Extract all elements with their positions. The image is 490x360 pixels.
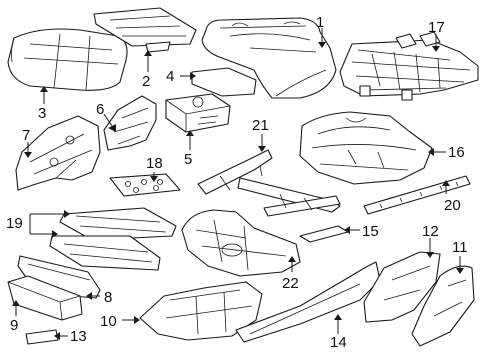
part-18-mounting-plate bbox=[109, 173, 181, 197]
callout-labels: 1 2 3 4 5 6 7 8 9 10 11 12 13 14 15 16 1… bbox=[6, 14, 468, 351]
part-10-lower-cover bbox=[139, 281, 263, 341]
callout-18: 18 bbox=[146, 155, 163, 172]
callout-5: 5 bbox=[184, 151, 192, 168]
callout-11: 11 bbox=[452, 239, 468, 256]
part-15-small-cover bbox=[299, 225, 349, 243]
part-3-cushion-pad bbox=[7, 28, 128, 91]
callout-15: 15 bbox=[362, 223, 379, 240]
part-21-lower-track bbox=[197, 149, 341, 217]
callout-8: 8 bbox=[104, 289, 112, 306]
part-5-module bbox=[165, 93, 231, 133]
callout-17: 17 bbox=[428, 19, 445, 36]
callout-19: 19 bbox=[6, 215, 23, 232]
callout-22: 22 bbox=[282, 275, 299, 292]
callout-20: 20 bbox=[444, 197, 461, 214]
part-8-trim-panel bbox=[17, 255, 101, 299]
part-7-side-frame bbox=[15, 115, 101, 191]
part-19-rail-pair bbox=[49, 207, 177, 271]
callout-6: 6 bbox=[96, 101, 104, 118]
callout-3: 3 bbox=[38, 105, 46, 122]
callout-21: 21 bbox=[252, 117, 269, 134]
callout-4: 4 bbox=[166, 68, 174, 85]
callout-9: 9 bbox=[10, 317, 18, 334]
callout-7: 7 bbox=[22, 127, 30, 144]
leader-lines bbox=[12, 28, 464, 340]
callout-13: 13 bbox=[70, 328, 87, 345]
callout-1: 1 bbox=[316, 14, 324, 31]
callout-16: 16 bbox=[448, 144, 465, 161]
part-6-side-bracket bbox=[103, 95, 157, 151]
callout-2: 2 bbox=[142, 73, 150, 90]
part-17-track-frame bbox=[339, 31, 479, 101]
callout-12: 12 bbox=[422, 223, 439, 240]
callout-10: 10 bbox=[100, 313, 117, 330]
part-1-seat-pan bbox=[201, 17, 337, 99]
part-4-foam-pad bbox=[191, 67, 257, 97]
part-22-base-frame bbox=[181, 209, 301, 277]
part-2-cushion-cover bbox=[93, 7, 197, 53]
part-11-side-cover bbox=[411, 265, 475, 347]
callout-14: 14 bbox=[330, 334, 347, 351]
part-13-clip bbox=[25, 329, 59, 345]
part-16-seat-shell bbox=[299, 111, 433, 185]
